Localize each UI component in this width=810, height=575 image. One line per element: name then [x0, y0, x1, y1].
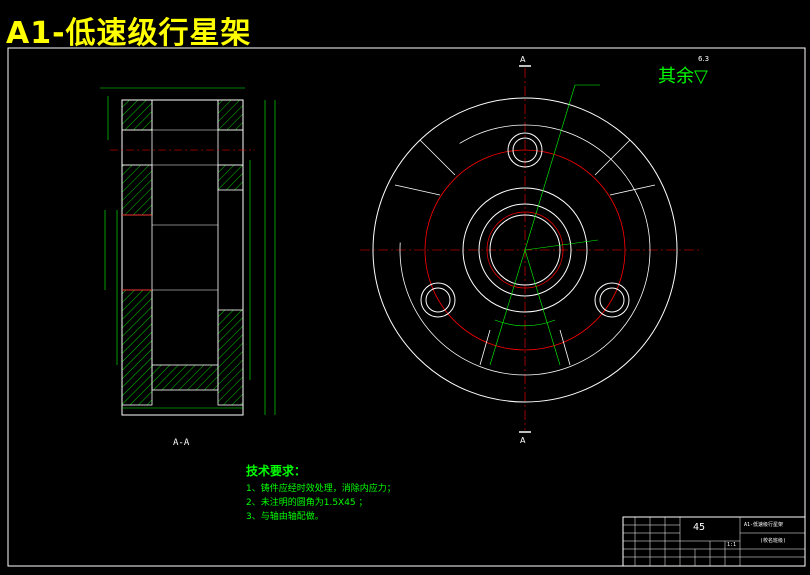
requirement-item: 2、未注明的圆角为1.5X45 ； — [246, 498, 368, 508]
title-block-drawing-name: A1-低速级行星架 — [744, 522, 784, 528]
drawing-title: A1-低速级行星架 — [6, 16, 252, 51]
title-block-company: (校名班级) — [760, 538, 787, 544]
surface-finish-label: 其余 — [658, 66, 694, 87]
section-mark-top: A — [520, 55, 526, 64]
surface-finish-note: 其余▽ 6.3 — [658, 55, 709, 88]
requirement-item: 3、与轴由轴配做。 — [246, 512, 324, 522]
front-view — [360, 65, 700, 433]
technical-requirements: 技术要求： 1、铸件应经时效处理，消除内应力； 2、未注明的圆角为1.5X45 … — [246, 462, 396, 524]
roughness-symbol-icon: ▽ — [694, 66, 708, 87]
roughness-value: 6.3 — [698, 55, 710, 63]
section-view — [100, 87, 276, 416]
section-view-label: A-A — [173, 438, 190, 448]
title-block-scale: 1:1 — [727, 542, 737, 548]
requirement-item: 1、铸件应经时效处理，消除内应力； — [246, 484, 396, 494]
requirements-heading: 技术要求： — [246, 464, 307, 478]
drawing-frame — [7, 47, 806, 567]
title-block-material: 45 — [693, 522, 706, 533]
title-block — [622, 516, 806, 567]
section-mark-bottom: A — [520, 436, 526, 445]
